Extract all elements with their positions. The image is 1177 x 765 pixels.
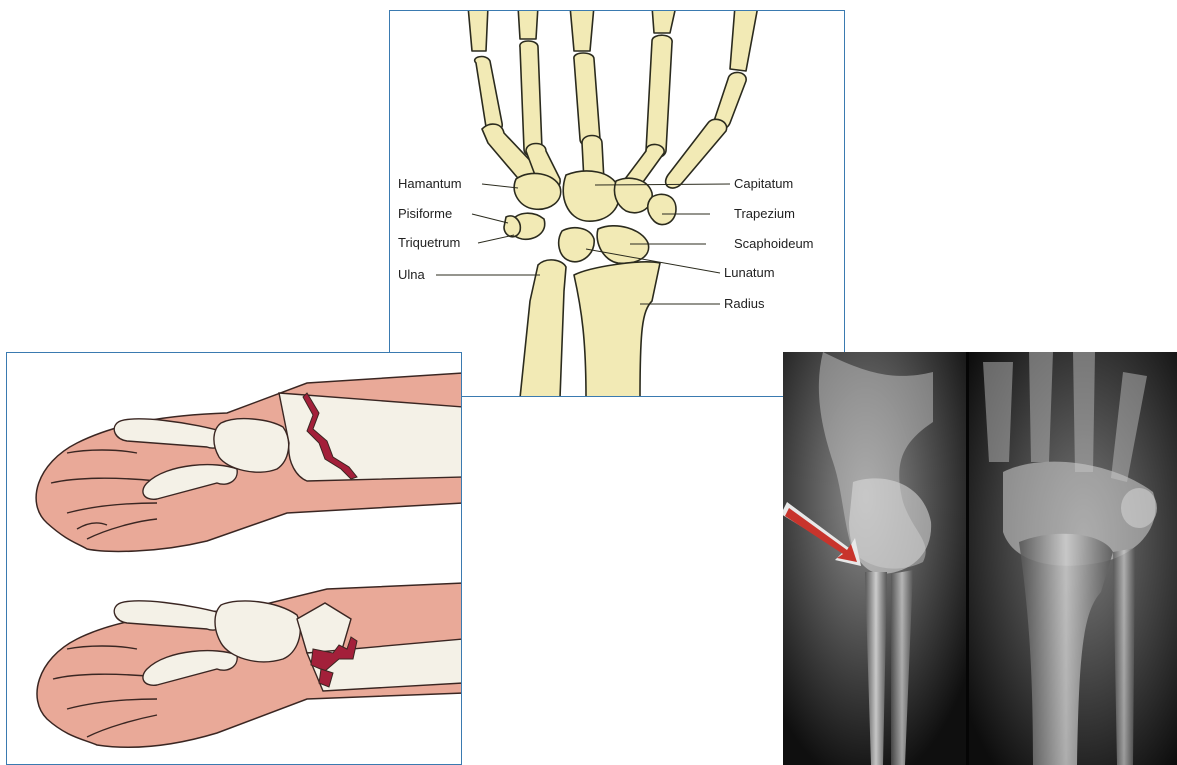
label-trapezium: Trapezium <box>734 206 795 221</box>
xray-radiograph <box>783 352 1177 765</box>
label-ulna: Ulna <box>398 267 426 282</box>
label-scaphoideum: Scaphoideum <box>734 236 814 251</box>
label-triquetrum: Triquetrum <box>398 235 460 250</box>
left-bone-labels: Hamantum Pisiforme Triquetrum Ulna <box>398 176 462 282</box>
wrist-xray-image <box>783 352 1177 765</box>
lower-hand <box>37 583 462 747</box>
upper-hand <box>36 373 462 551</box>
label-hamantum: Hamantum <box>398 176 462 191</box>
label-radius: Radius <box>724 296 765 311</box>
label-capitatum: Capitatum <box>734 176 793 191</box>
fracture-hands-drawing <box>7 353 462 765</box>
label-lunatum: Lunatum <box>724 265 775 280</box>
wrist-anatomy-diagram: Hamantum Pisiforme Triquetrum Ulna Capit… <box>389 10 845 397</box>
distal-radius-fracture-illustration <box>6 352 462 765</box>
label-pisiforme: Pisiforme <box>398 206 452 221</box>
right-bone-labels: Capitatum Trapezium Scaphoideum Lunatum … <box>724 176 814 311</box>
wrist-bones-illustration: Hamantum Pisiforme Triquetrum Ulna Capit… <box>390 11 845 397</box>
